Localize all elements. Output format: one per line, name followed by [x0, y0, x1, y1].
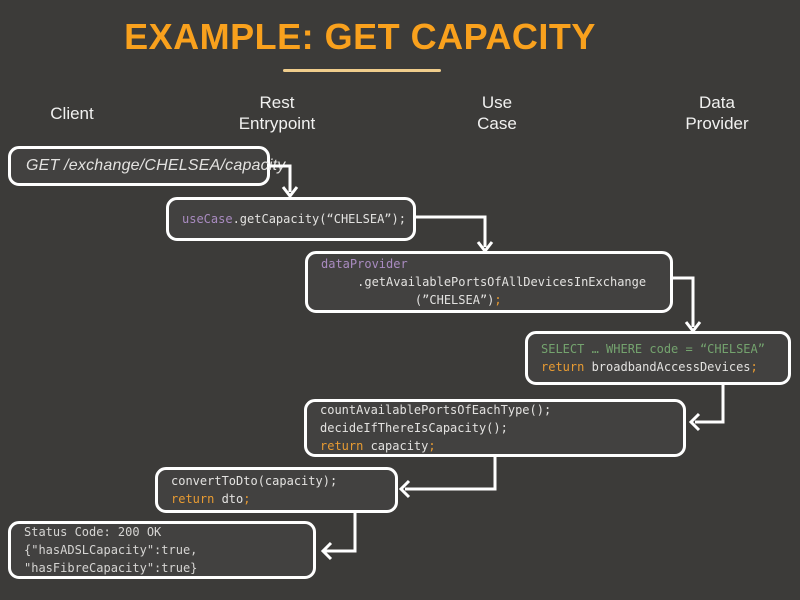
dataprovider-call-box: dataProvider .getAvailablePortsOfAllDevi… — [305, 251, 673, 313]
status-code-text: Status Code: 200 OK — [24, 525, 162, 539]
json-adsl-text: {"hasADSLCapacity":true, — [24, 543, 198, 557]
count-ports-call: countAvailablePortsOfEachType(); — [320, 403, 552, 417]
arrowhead-down-icon — [684, 321, 702, 334]
semicolon: ; — [494, 293, 502, 307]
usecase-identifier: useCase — [182, 212, 233, 226]
request-box: GET /exchange/CHELSEA/capacity — [8, 146, 285, 186]
sql-select-statement: SELECT … WHERE code = “CHELSEA” — [541, 342, 765, 356]
json-fibre-text: "hasFibreCapacity":true} — [24, 561, 198, 575]
status-code-line: Status Code: 200 OK — [24, 523, 313, 541]
code-line: SELECT … WHERE code = “CHELSEA” — [541, 340, 788, 358]
dataprovider-method: .getAvailablePortsOfAllDevicesInExchange — [321, 275, 647, 289]
title-underline — [283, 69, 441, 72]
arrow-convert-to-response — [320, 513, 357, 561]
usecase-call-box: useCase.getCapacity(“CHELSEA”); — [166, 197, 416, 241]
return-keyword: return — [320, 439, 364, 453]
column-header-rest-entrypoint: Rest Entrypoint — [238, 93, 316, 133]
semicolon: ; — [243, 492, 251, 506]
request-line: GET /exchange/CHELSEA/capacity — [26, 157, 285, 175]
code-line: useCase.getCapacity(“CHELSEA”); — [182, 210, 413, 228]
json-body-line: {"hasADSLCapacity":true, — [24, 541, 313, 559]
arrowhead-down-icon — [281, 186, 299, 199]
column-header-data-provider: Data Provider — [685, 93, 749, 133]
arrow-line — [325, 513, 357, 553]
column-header-client: Client — [50, 104, 94, 123]
code-line: dataProvider — [321, 255, 670, 273]
convert-dto-box: convertToDto(capacity); return dto; — [155, 467, 398, 513]
arrowhead-down-icon — [476, 241, 494, 254]
code-line: countAvailablePortsOfEachType(); — [320, 401, 683, 419]
code-line: .getAvailablePortsOfAllDevicesInExchange — [321, 273, 670, 291]
code-line: decideIfThereIsCapacity(); — [320, 419, 683, 437]
dataprovider-argument: (”CHELSEA”) — [321, 293, 495, 307]
slide-title: EXAMPLE: GET CAPACITY — [124, 16, 596, 57]
code-line: (”CHELSEA”); — [321, 291, 670, 309]
arrow-usecase-to-dataprovider — [416, 215, 494, 254]
code-line: convertToDto(capacity); — [171, 472, 395, 490]
count-capacity-box: countAvailablePortsOfEachType(); decideI… — [304, 399, 686, 457]
arrow-line — [405, 457, 497, 491]
decide-capacity-call: decideIfThereIsCapacity(); — [320, 421, 508, 435]
arrow-count-to-convert — [398, 457, 497, 499]
arrow-dataprovider-to-sql — [673, 276, 702, 334]
return-keyword: return — [171, 492, 215, 506]
return-value: capacity — [363, 439, 429, 453]
return-value: dto — [214, 492, 244, 506]
dataprovider-identifier: dataProvider — [321, 257, 408, 271]
convert-call: convertToDto(capacity); — [171, 474, 338, 488]
arrowhead-left-icon — [320, 541, 333, 561]
code-line: return dto; — [171, 490, 395, 508]
code-line: return capacity; — [320, 437, 683, 455]
arrow-line — [695, 385, 725, 424]
response-box: Status Code: 200 OK {"hasADSLCapacity":t… — [8, 521, 316, 579]
sql-query-box: SELECT … WHERE code = “CHELSEA” return b… — [525, 331, 791, 385]
semicolon: ; — [750, 360, 758, 374]
code-line: return broadbandAccessDevices; — [541, 358, 788, 376]
column-header-use-case: Use Case — [477, 93, 517, 133]
arrow-line — [416, 215, 487, 247]
arrow-line — [673, 276, 695, 327]
request-text: GET /exchange/CHELSEA/capacity — [26, 157, 286, 174]
arrowhead-left-icon — [398, 479, 411, 499]
return-keyword: return — [541, 360, 585, 374]
arrowhead-left-icon — [688, 412, 701, 432]
arrow-sql-to-count — [688, 385, 725, 432]
usecase-method-call: .getCapacity(“CHELSEA”); — [232, 212, 406, 226]
return-value: broadbandAccessDevices — [584, 360, 751, 374]
json-body-line: "hasFibreCapacity":true} — [24, 559, 313, 577]
semicolon: ; — [428, 439, 436, 453]
